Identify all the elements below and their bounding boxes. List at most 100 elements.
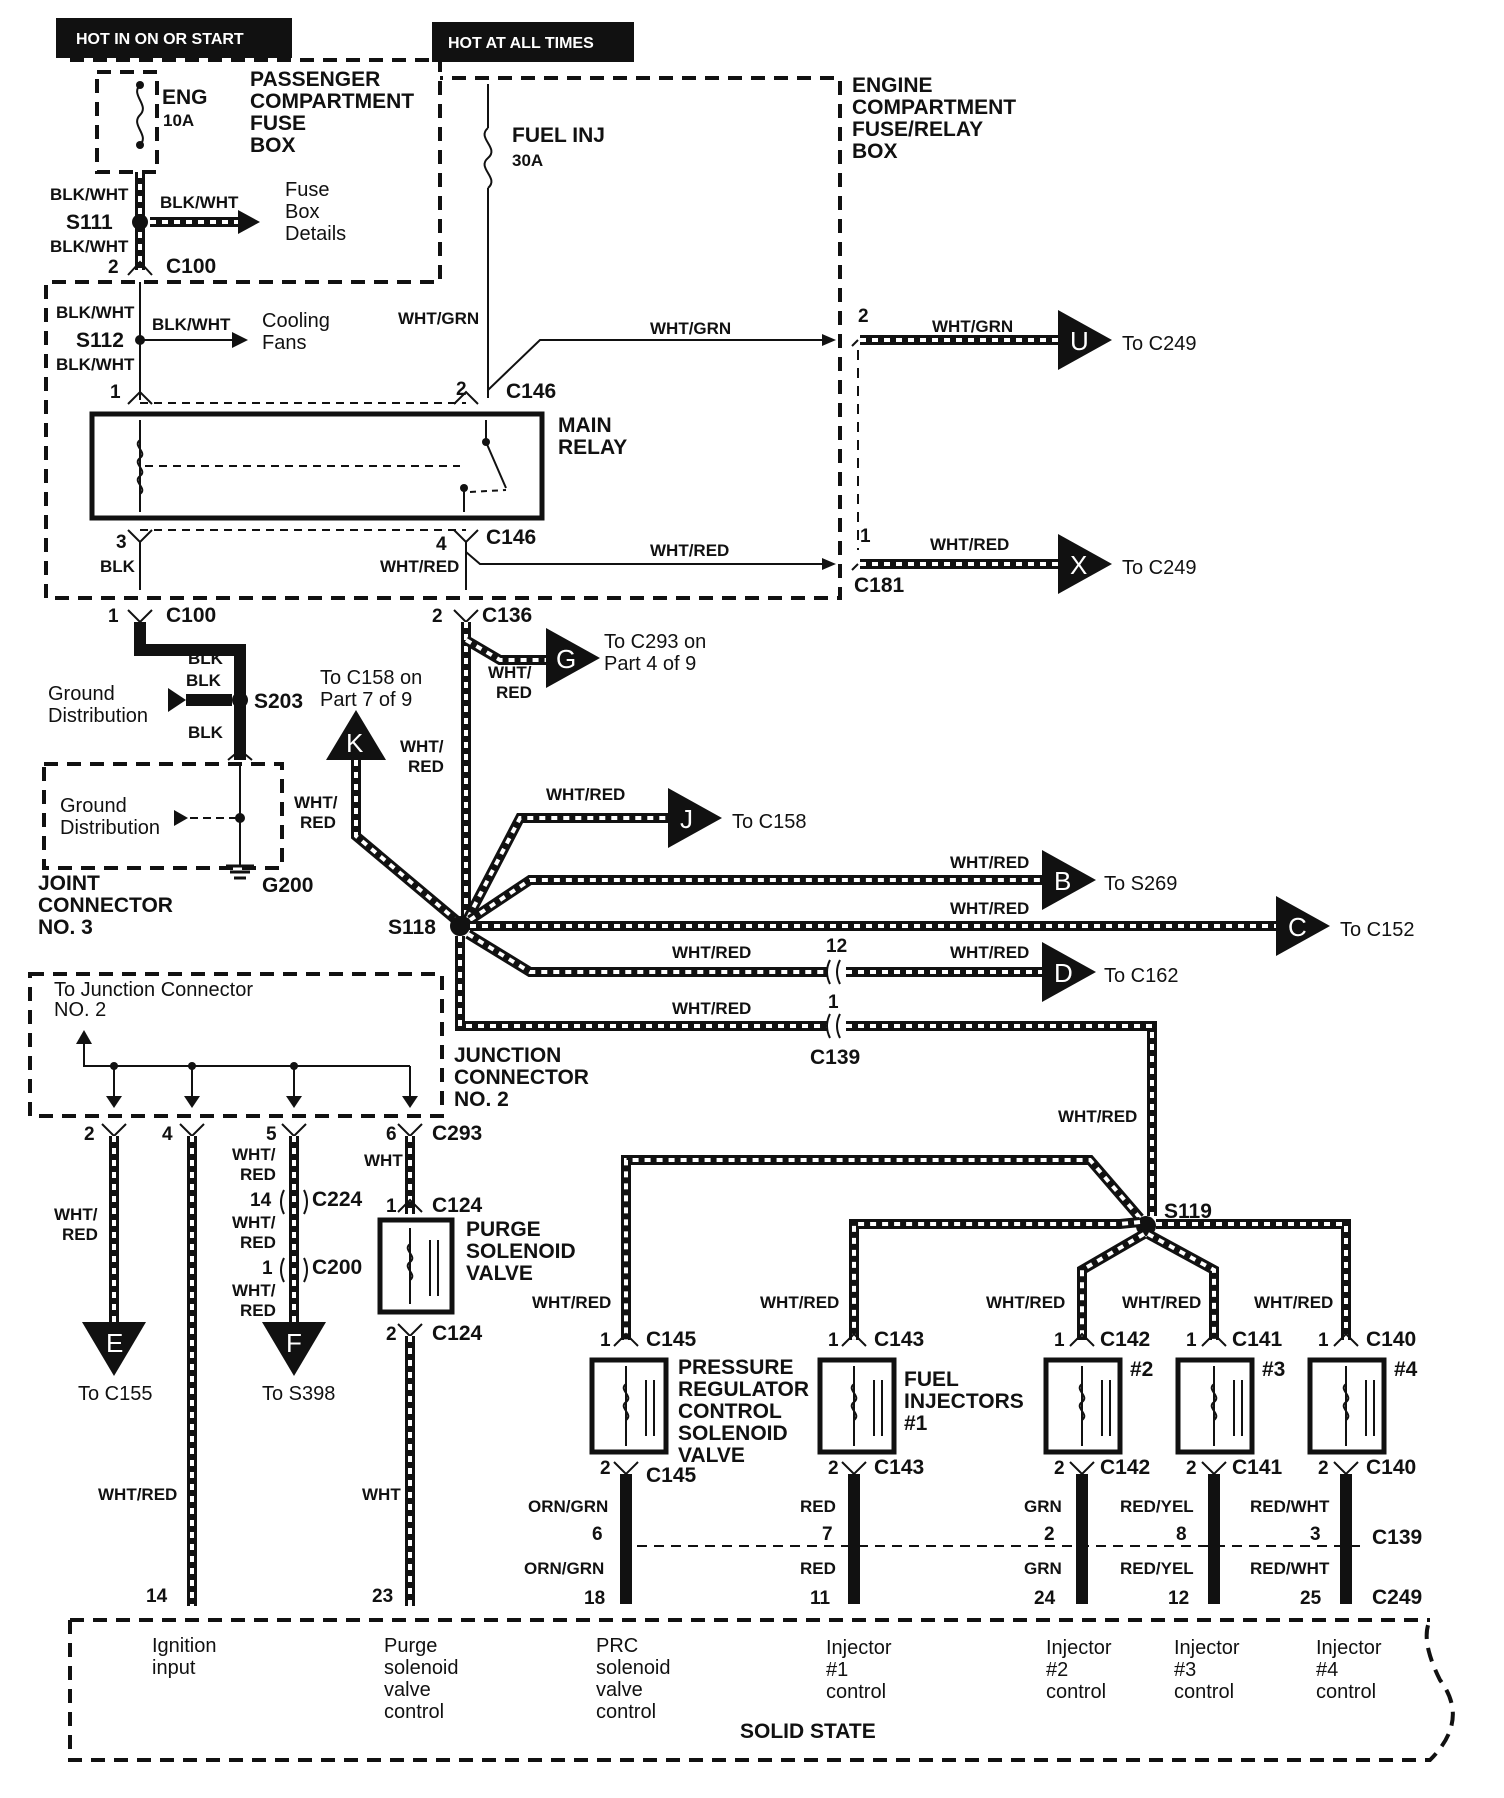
svg-text:2: 2 (1054, 1458, 1065, 1479)
svg-text:3: 3 (116, 532, 127, 553)
offpage-b: B To S269 (1042, 850, 1177, 910)
ecu-input-ignition: Ignition input (152, 1635, 217, 1679)
svg-text:HOT AT ALL TIMES: HOT AT ALL TIMES (448, 35, 594, 52)
svg-text:RED: RED (240, 1165, 276, 1184)
junction-connector-outline (28, 972, 444, 1118)
purge-solenoid-title: PURGE SOLENOID VALVE (466, 1218, 576, 1285)
svg-text:RED/YEL: RED/YEL (1120, 1559, 1194, 1578)
svg-text:WHT/: WHT/ (400, 737, 444, 756)
svg-text:C142: C142 (1100, 1328, 1150, 1351)
svg-text:1: 1 (386, 1196, 397, 1217)
svg-text:#4: #4 (1394, 1358, 1418, 1381)
svg-text:CONNECTOR: CONNECTOR (38, 894, 173, 917)
svg-text:2: 2 (108, 257, 119, 278)
svg-text:PASSENGER: PASSENGER (250, 68, 380, 91)
svg-text:Purge: Purge (384, 1635, 437, 1657)
svg-text:BLK/WHT: BLK/WHT (160, 193, 239, 212)
svg-text:WHT/RED: WHT/RED (950, 943, 1029, 962)
splice-s112 (135, 335, 145, 345)
svg-text:control: control (384, 1701, 444, 1723)
svg-text:VALVE: VALVE (466, 1262, 533, 1285)
c136-label: C136 (482, 604, 532, 627)
svg-text:RED: RED (800, 1559, 836, 1578)
svg-text:C: C (1288, 912, 1307, 942)
svg-text:1: 1 (262, 1258, 273, 1279)
c146-bottom-label: C146 (486, 526, 536, 549)
c224-label: C224 (312, 1188, 363, 1211)
svg-text:BLK: BLK (188, 649, 224, 668)
fuel-inj-fuse-name: FUEL INJ (512, 124, 605, 147)
svg-text:Ground: Ground (48, 683, 115, 705)
svg-text:JUNCTION: JUNCTION (454, 1044, 561, 1067)
svg-text:To C158: To C158 (732, 811, 807, 833)
svg-text:6: 6 (386, 1124, 397, 1145)
svg-text:12: 12 (826, 936, 847, 957)
offpage-d: D To C162 (1042, 942, 1179, 1002)
cooling-fans-arrow (232, 332, 248, 348)
svg-text:control: control (826, 1681, 886, 1703)
c200-label: C200 (312, 1256, 362, 1279)
svg-text:WHT/GRN: WHT/GRN (398, 309, 479, 328)
ground-distribution-label-2: Ground Distribution (60, 795, 160, 839)
svg-text:#3: #3 (1174, 1659, 1196, 1681)
svg-text:BLK: BLK (100, 557, 136, 576)
purge-solenoid-coil-icon (406, 1243, 414, 1281)
svg-text:BLK/WHT: BLK/WHT (50, 185, 129, 204)
svg-text:2: 2 (84, 1124, 95, 1145)
svg-text:FUSE: FUSE (250, 112, 306, 135)
s112-label: S112 (76, 329, 124, 352)
svg-text:C145: C145 (646, 1328, 697, 1351)
c139-bottom-label: C139 (1372, 1526, 1422, 1549)
svg-text:RED/WHT: RED/WHT (1250, 1497, 1330, 1516)
svg-text:RED: RED (240, 1233, 276, 1252)
svg-text:14: 14 (146, 1586, 168, 1607)
eng-fuse-icon (136, 84, 144, 146)
offpage-u: U To C249 (1058, 310, 1197, 370)
svg-text:BLK/WHT: BLK/WHT (56, 303, 135, 322)
svg-text:control: control (1316, 1681, 1376, 1703)
main-relay-box (89, 411, 545, 521)
banner-hot-in-on: HOT IN ON OR START (56, 18, 292, 58)
svg-text:WHT/RED: WHT/RED (98, 1485, 177, 1504)
svg-text:6: 6 (592, 1524, 603, 1545)
s119-label: S119 (1164, 1200, 1212, 1223)
svg-text:RED: RED (408, 757, 444, 776)
c100-top-label: C100 (166, 255, 216, 278)
svg-text:1: 1 (828, 1330, 839, 1351)
svg-text:WHT/: WHT/ (232, 1145, 276, 1164)
svg-text:1: 1 (600, 1330, 611, 1351)
fuel-injector-4: 1 C140 #4 2 C140 (1307, 1328, 1418, 1479)
svg-text:SOLENOID: SOLENOID (466, 1240, 576, 1263)
svg-text:23: 23 (372, 1586, 393, 1607)
svg-text:WHT/: WHT/ (488, 663, 532, 682)
svg-text:WHT/RED: WHT/RED (380, 557, 459, 576)
svg-text:control: control (1174, 1681, 1234, 1703)
s111-label: S111 (66, 211, 113, 234)
svg-text:18: 18 (584, 1588, 605, 1609)
c249-label: C249 (1372, 1586, 1422, 1609)
ecu-input-injector-1: Injector #1 control (826, 1637, 892, 1703)
svg-text:To C152: To C152 (1340, 919, 1415, 941)
svg-text:Distribution: Distribution (60, 817, 160, 839)
svg-text:12: 12 (1168, 1588, 1189, 1609)
svg-text:WHT/: WHT/ (232, 1213, 276, 1232)
svg-text:To Junction Connector: To Junction Connector (54, 979, 253, 1001)
svg-text:Injector: Injector (1316, 1637, 1382, 1659)
svg-text:Part 4 of 9: Part 4 of 9 (604, 653, 696, 675)
svg-text:4: 4 (162, 1124, 173, 1145)
svg-text:#2: #2 (1130, 1358, 1153, 1381)
purge-solenoid-box (377, 1217, 455, 1315)
svg-text:To S398: To S398 (262, 1383, 335, 1405)
ground-g200-icon (226, 864, 254, 880)
svg-text:PRESSURE: PRESSURE (678, 1356, 794, 1379)
svg-text:control: control (1046, 1681, 1106, 1703)
solid-state-box (68, 1618, 1455, 1762)
svg-text:C142: C142 (1100, 1456, 1150, 1479)
svg-text:WHT/RED: WHT/RED (986, 1293, 1065, 1312)
svg-text:RELAY: RELAY (558, 436, 627, 459)
svg-text:1: 1 (1186, 1330, 1197, 1351)
svg-text:To C249: To C249 (1122, 333, 1197, 355)
svg-text:CONNECTOR: CONNECTOR (454, 1066, 589, 1089)
svg-text:BLK: BLK (186, 671, 222, 690)
